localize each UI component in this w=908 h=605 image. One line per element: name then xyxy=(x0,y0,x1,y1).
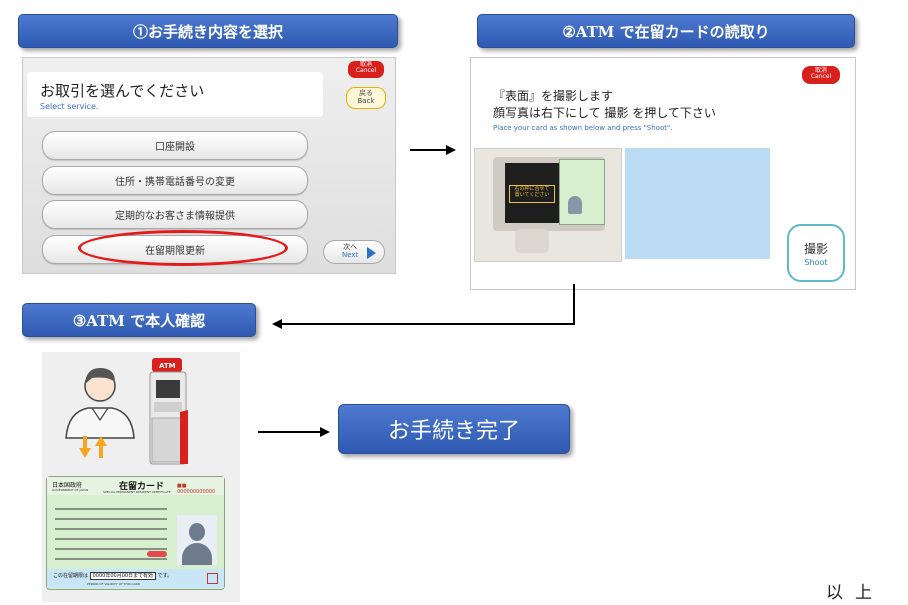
card-scan-screen: 取消 Cancel 『表面』を撮影します 顔写真は右下にして 撮影 を押して下さ… xyxy=(470,57,856,290)
cancel-label-en-2: Cancel xyxy=(810,73,832,81)
next-label-jp: 次へ xyxy=(343,243,358,251)
card-number: ■■ 000000000000 xyxy=(177,483,216,495)
camera-preview xyxy=(625,148,770,259)
procedure-complete-box: お手続き完了 xyxy=(338,404,570,454)
next-label-en: Next xyxy=(342,250,359,259)
residence-card: 日本国政府 GOVERNMENT OF JAPAN 在留カード SPECIAL … xyxy=(46,476,225,590)
verify-arrows-icon xyxy=(79,436,107,458)
instruction-line-2: 顔写真は右下にして 撮影 を押して下さい xyxy=(493,106,716,120)
service-selection-screen: お取引を選んでください Select service. 取消 Cancel 戻る… xyxy=(22,57,396,274)
slot-base xyxy=(515,229,549,253)
step1-header: ①お手続き内容を選択 xyxy=(18,14,398,48)
person-icon xyxy=(65,368,135,439)
slot-text-2: 置いてください xyxy=(514,192,550,198)
highlight-ellipse xyxy=(78,230,288,266)
screen-subtitle: Select service. xyxy=(40,102,99,111)
slot-text-1: 右の枠に合せて xyxy=(514,186,550,192)
option-account-opening[interactable]: 口座開設 xyxy=(42,131,308,160)
screen-title: お取引を選んでください xyxy=(40,82,205,100)
cancel-button[interactable]: 取消 Cancel xyxy=(348,61,384,78)
instruction-line-1: 『表面』を撮影します xyxy=(493,89,614,103)
card-stamp-box xyxy=(207,573,218,584)
cancel-label-jp: 取消 xyxy=(359,61,372,68)
cancel-label-en: Cancel xyxy=(355,67,377,75)
back-button[interactable]: 戻る Back xyxy=(346,87,386,109)
back-label-jp: 戻る xyxy=(359,89,373,97)
arrow-right-1 xyxy=(410,145,456,155)
card-validity: この在留期限は 0000年00月00日まで有効 です。 xyxy=(53,572,173,580)
identity-check-illustration: ATM 日本国政府 GOVERNMENT OF JAPAN 在留カード SPEC… xyxy=(42,352,240,602)
shoot-label-jp: 撮影 xyxy=(803,242,828,256)
validity-label: この在留期限は xyxy=(53,573,89,579)
card-red-mark xyxy=(147,551,167,557)
scanner-screen: 右の枠に合せて 置いてください xyxy=(505,163,559,223)
atm-label: ATM xyxy=(159,362,176,370)
option-info-provision[interactable]: 定期的なお客さま情報提供 xyxy=(42,200,308,229)
shoot-button[interactable]: 撮影 Shoot xyxy=(787,224,845,282)
next-button[interactable]: 次へ Next xyxy=(323,240,385,264)
card-scanner-illustration: 右の枠に合せて 置いてください xyxy=(474,148,622,262)
play-icon xyxy=(367,247,376,259)
card-title: 在留カード xyxy=(119,482,165,492)
card-country: 日本国政府 xyxy=(52,482,83,489)
option-address-change[interactable]: 住所・携帯電話番号の変更 xyxy=(42,166,308,195)
title-box: お取引を選んでください Select service. xyxy=(27,72,323,117)
card-validity-en: PERIOD OF VALIDITY OF THIS CARD xyxy=(87,582,141,586)
card-title-en: SPECIAL PERMANENT RESIDENT CERTIFICATE xyxy=(103,490,171,494)
arrow-down-left xyxy=(272,284,575,329)
atm-machine-icon: ATM xyxy=(149,358,188,465)
card-country-en: GOVERNMENT OF JAPAN xyxy=(52,488,89,492)
back-label-en: Back xyxy=(357,96,375,105)
validity-suffix: です。 xyxy=(157,573,173,579)
arrow-right-2 xyxy=(258,427,330,437)
step3-header: ③ATM で本人確認 xyxy=(22,303,256,337)
shoot-label-en: Shoot xyxy=(804,258,828,267)
card-top-band xyxy=(47,477,224,495)
card-on-scanner xyxy=(559,159,605,225)
step2-header: ②ATM で在留カードの読取り xyxy=(477,14,855,48)
cancel-label-jp-2: 取消 xyxy=(814,67,827,74)
cancel-button-2[interactable]: 取消 Cancel xyxy=(802,66,840,84)
closing-mark: 以上 xyxy=(826,583,884,603)
validity-date: 0000年00月00日まで有効 xyxy=(89,572,157,580)
instruction-subtitle: Place your card as shown below and press… xyxy=(493,124,673,132)
card-photo xyxy=(177,515,217,565)
